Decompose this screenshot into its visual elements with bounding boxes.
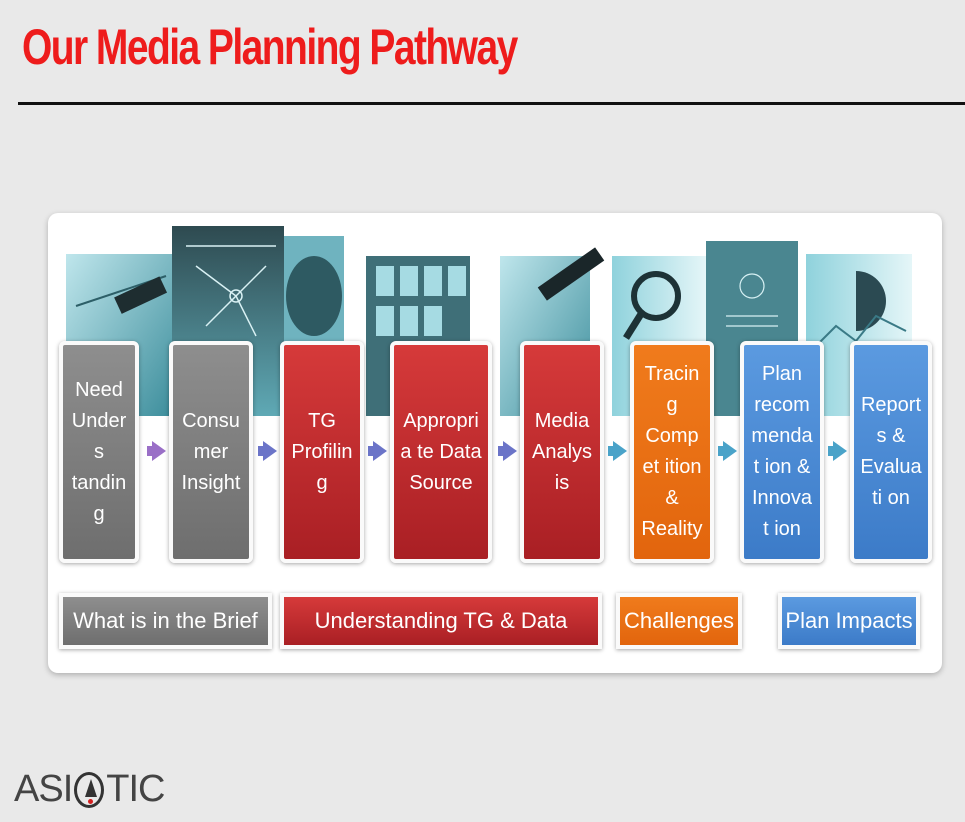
arrow-right-icon: [833, 441, 847, 461]
asiatic-logo: ASI TIC: [14, 768, 165, 811]
step-label: Appropria te Data Source: [400, 409, 482, 494]
arrow-tail: [258, 446, 264, 456]
step-media-analysis: Media Analysis: [520, 341, 604, 563]
arrow-right-icon: [503, 441, 517, 461]
step-consumer-insight: Consu mer Insight: [169, 341, 253, 563]
arrow-tail: [828, 446, 834, 456]
category-label: Plan Impacts: [785, 608, 913, 633]
arrow-right-icon: [373, 441, 387, 461]
logo-text-left: ASI: [14, 768, 73, 810]
step-label: Consu mer Insight: [181, 409, 241, 494]
step-label: Reports & Evaluati on: [860, 394, 922, 509]
logo-text-right: TIC: [106, 768, 165, 810]
arrow-tail: [368, 446, 374, 456]
category-plan-impacts: Plan Impacts: [778, 593, 920, 649]
arrow-tail: [498, 446, 504, 456]
step-tg-profiling: TG Profiling: [280, 341, 364, 563]
arrow-right-icon: [263, 441, 277, 461]
arrow-right-icon: [723, 441, 737, 461]
step-label: Plan recom mendat ion & Innovat ion: [751, 363, 813, 540]
step-label: Media Analysis: [531, 409, 593, 494]
category-understanding: Understanding TG & Data: [280, 593, 602, 649]
arrow-tail: [147, 446, 153, 456]
title-divider: [18, 102, 965, 105]
photo-collage: [66, 226, 912, 416]
category-brief: What is in the Brief: [59, 593, 272, 649]
step-reports-evaluation: Reports & Evaluati on: [850, 341, 932, 563]
category-label: Challenges: [623, 608, 735, 633]
category-label: Understanding TG & Data: [314, 608, 568, 633]
step-appropriate-data-source: Appropria te Data Source: [390, 341, 492, 563]
step-label: TG Profiling: [291, 409, 353, 494]
category-challenges: Challenges: [616, 593, 742, 649]
step-tracing-competition: Tracing Compet ition & Reality: [630, 341, 714, 563]
step-label: Tracing Compet ition & Reality: [641, 363, 703, 540]
logo-a-icon: [74, 771, 105, 808]
step-label: Need Unders tanding: [71, 378, 127, 525]
arrow-right-icon: [152, 441, 166, 461]
step-need-understanding: Need Unders tanding: [59, 341, 139, 563]
arrow-right-icon: [613, 441, 627, 461]
step-plan-recommendation: Plan recom mendat ion & Innovat ion: [740, 341, 824, 563]
arrow-tail: [718, 446, 724, 456]
collage-image: [66, 226, 912, 416]
category-label: What is in the Brief: [73, 608, 258, 633]
arrow-tail: [608, 446, 614, 456]
slide-title: Our Media Planning Pathway: [22, 19, 518, 75]
